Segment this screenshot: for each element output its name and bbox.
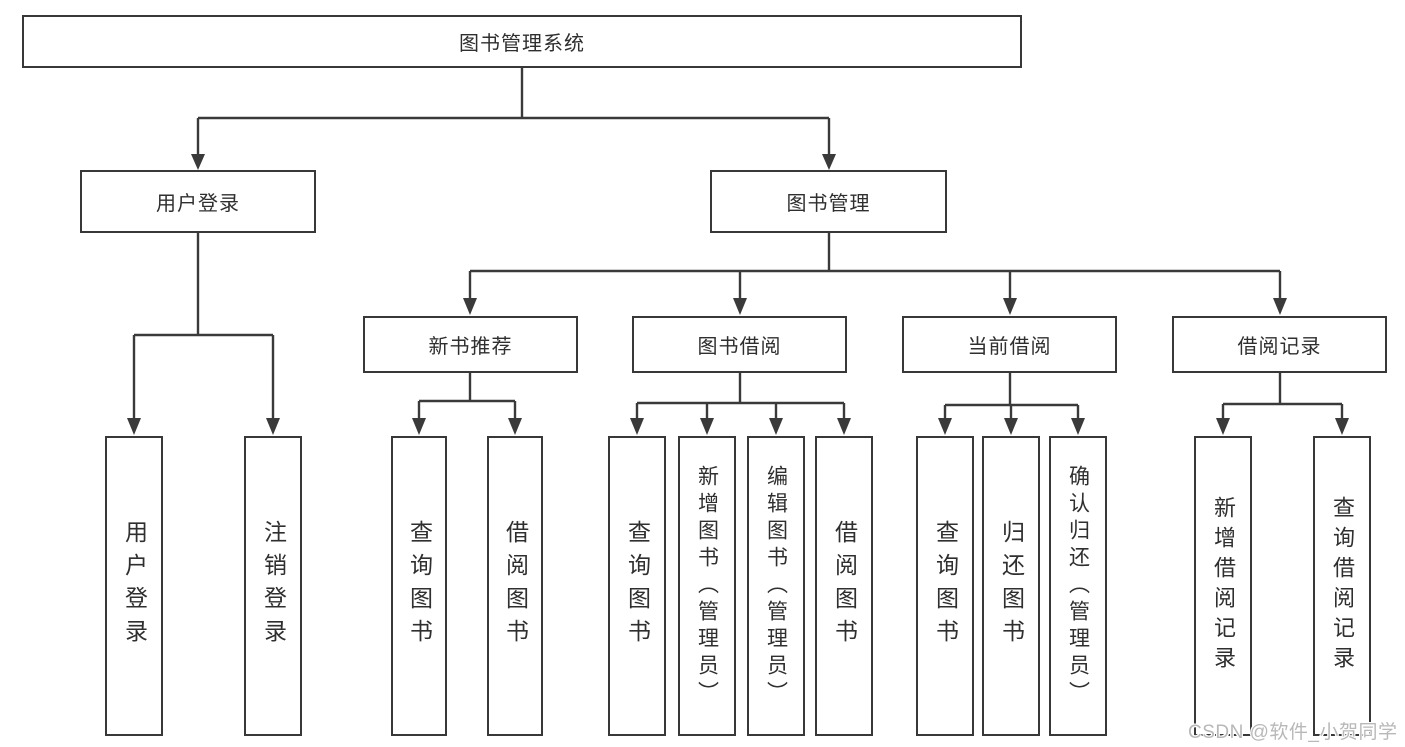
arrowhead-icon bbox=[1004, 418, 1018, 435]
node-library-management-system: 图书管理系统 bbox=[22, 15, 1022, 68]
leaf-query-books-recommend: 查询图书 bbox=[391, 436, 447, 736]
node-book-management: 图书管理 bbox=[710, 170, 947, 233]
leaf-edit-books-admin: 编辑图书（管理员） bbox=[747, 436, 805, 736]
node-label: 当前借阅 bbox=[967, 336, 1052, 358]
leaf-borrow-books-borrowing: 借阅图书 bbox=[815, 436, 873, 736]
node-label: 查询图书 bbox=[932, 520, 959, 652]
arrowhead-icon bbox=[700, 418, 714, 435]
arrowhead-icon bbox=[1273, 298, 1287, 315]
connector-new-book-rec-to-leaves bbox=[412, 373, 522, 435]
leaf-confirm-return-admin: 确认归还（管理员） bbox=[1049, 436, 1107, 736]
leaf-user-login: 用户登录 bbox=[105, 436, 163, 736]
node-label: 确认归还（管理员） bbox=[1066, 464, 1090, 708]
node-label: 注销登录 bbox=[260, 520, 287, 652]
arrowhead-icon bbox=[822, 154, 836, 170]
arrowhead-icon bbox=[837, 418, 851, 435]
node-label: 归还图书 bbox=[998, 520, 1025, 652]
arrowhead-icon bbox=[266, 418, 280, 435]
node-label: 图书借阅 bbox=[697, 336, 782, 358]
node-label: 查询借阅记录 bbox=[1330, 496, 1355, 676]
node-current-borrowing: 当前借阅 bbox=[902, 316, 1117, 373]
node-new-book-recommendation: 新书推荐 bbox=[363, 316, 578, 373]
node-label: 编辑图书（管理员） bbox=[764, 464, 788, 708]
node-book-borrowing: 图书借阅 bbox=[632, 316, 847, 373]
node-label: 查询图书 bbox=[624, 520, 651, 652]
node-label: 借阅记录 bbox=[1237, 336, 1322, 358]
node-label: 查询图书 bbox=[406, 520, 433, 652]
node-label: 借阅图书 bbox=[502, 520, 529, 652]
arrowhead-icon bbox=[1216, 418, 1230, 435]
arrowhead-icon bbox=[1003, 298, 1017, 315]
leaf-query-books-current: 查询图书 bbox=[916, 436, 974, 736]
node-user-login: 用户登录 bbox=[80, 170, 316, 233]
node-label: 用户登录 bbox=[156, 193, 240, 215]
node-label: 新增借阅记录 bbox=[1211, 496, 1236, 676]
arrowhead-icon bbox=[1335, 418, 1349, 435]
node-label: 借阅图书 bbox=[831, 520, 858, 652]
leaf-add-borrow-record: 新增借阅记录 bbox=[1194, 436, 1252, 736]
leaf-return-books: 归还图书 bbox=[982, 436, 1040, 736]
node-label: 图书管理系统 bbox=[459, 33, 585, 55]
arrowhead-icon bbox=[938, 418, 952, 435]
leaf-query-books-borrowing: 查询图书 bbox=[608, 436, 666, 736]
leaf-logout-login: 注销登录 bbox=[244, 436, 302, 736]
node-borrowing-records: 借阅记录 bbox=[1172, 316, 1387, 373]
connector-book-borrow-to-leaves bbox=[630, 373, 851, 435]
node-label: 图书管理 bbox=[786, 193, 871, 215]
arrowhead-icon bbox=[463, 298, 477, 315]
node-label: 新增图书（管理员） bbox=[695, 464, 719, 708]
arrowhead-icon bbox=[412, 418, 426, 435]
arrowhead-icon bbox=[769, 418, 783, 435]
node-label: 用户登录 bbox=[121, 520, 148, 652]
leaf-query-borrow-record: 查询借阅记录 bbox=[1313, 436, 1371, 736]
arrowhead-icon bbox=[127, 418, 141, 435]
connector-current-borrow-to-leaves bbox=[938, 373, 1085, 435]
arrowhead-icon bbox=[630, 418, 644, 435]
arrowhead-icon bbox=[508, 418, 522, 435]
connector-borrow-record-to-leaves bbox=[1216, 373, 1349, 435]
connector-book-mgmt-to-level3 bbox=[463, 233, 1287, 315]
leaf-borrow-books-recommend: 借阅图书 bbox=[487, 436, 543, 736]
arrowhead-icon bbox=[1071, 418, 1085, 435]
connector-user-login-to-leaves bbox=[127, 233, 280, 435]
arrowhead-icon bbox=[733, 298, 747, 315]
watermark: CSDN @软件_小贺同学 bbox=[1188, 722, 1398, 743]
leaf-add-books-admin: 新增图书（管理员） bbox=[678, 436, 736, 736]
connector-root-to-level2 bbox=[191, 68, 836, 170]
arrowhead-icon bbox=[191, 154, 205, 170]
node-label: 新书推荐 bbox=[428, 336, 513, 358]
